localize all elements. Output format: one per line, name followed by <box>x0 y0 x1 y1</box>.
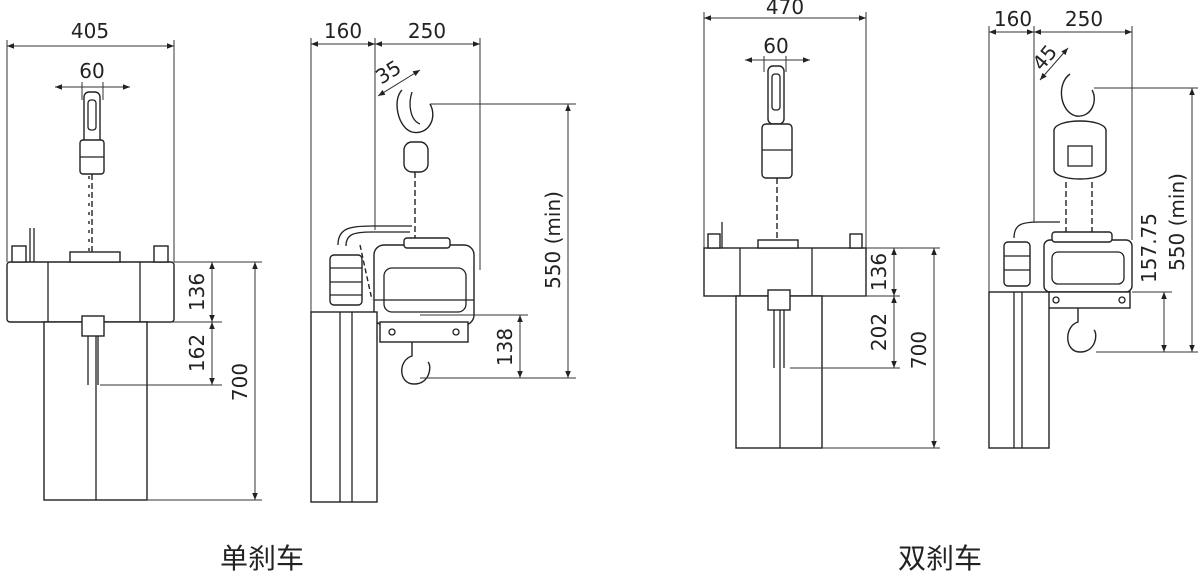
double-side-top-offset-label: 157.75 <box>1137 213 1161 283</box>
double-brake-front-view: 470 60 136 202 700 <box>703 0 940 449</box>
double-side-min-span-label: 550 (min) <box>1165 173 1189 271</box>
double-front-hook-drop-label: 202 <box>867 313 891 351</box>
single-side-bottom-hook-label: 138 <box>493 328 517 366</box>
single-front-hook-width-label: 60 <box>79 59 104 83</box>
double-front-total-height-label: 700 <box>907 331 931 369</box>
double-front-width-label: 470 <box>766 0 804 19</box>
double-side-right-width-label: 250 <box>1065 7 1103 31</box>
single-side-hook-angle-label: 35 <box>371 55 405 89</box>
single-brake-side-view: 160 250 35 550 (min) 138 <box>310 19 576 503</box>
double-brake-caption: 双刹车 <box>898 542 982 575</box>
single-side-left-width-label: 160 <box>324 19 362 43</box>
double-side-left-width-label: 160 <box>994 7 1032 31</box>
single-side-min-span-label: 550 (min) <box>541 191 565 289</box>
single-brake-caption: 单刹车 <box>220 542 304 575</box>
single-side-right-width-label: 250 <box>408 19 446 43</box>
single-brake-front-view: 405 60 136 162 700 <box>6 19 262 501</box>
double-side-hook-angle-label: 45 <box>1027 40 1062 75</box>
double-brake-side-view: 160 250 45 157.75 550 (min) <box>988 7 1198 449</box>
double-front-motor-height-label: 136 <box>867 253 891 291</box>
single-front-total-height-label: 700 <box>228 363 252 401</box>
double-front-hook-width-label: 60 <box>763 34 788 58</box>
single-front-hook-drop-label: 162 <box>185 334 209 372</box>
single-front-width-label: 405 <box>71 19 109 43</box>
single-front-motor-height-label: 136 <box>185 273 209 311</box>
